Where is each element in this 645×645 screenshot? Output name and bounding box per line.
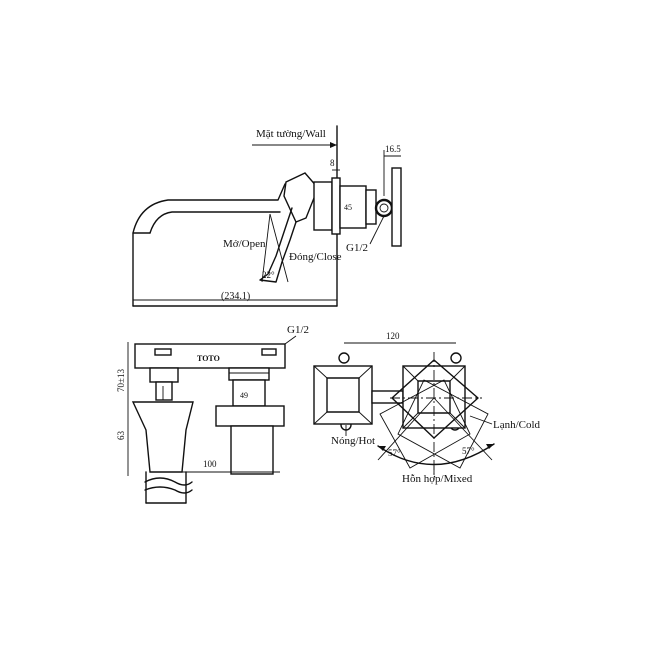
spout-top-outline — [132, 183, 286, 307]
dim-49-label: 49 — [240, 391, 248, 400]
right-thread — [228, 367, 270, 381]
screw-icon — [338, 352, 350, 364]
left-stem — [155, 381, 173, 401]
side-view: Mặt tường/Wall (234.1) 22° Mở/Open Đóng/… — [132, 125, 402, 307]
g12-bottom-leader — [284, 335, 297, 345]
hot-handle-inner — [326, 377, 360, 413]
bevel — [358, 365, 373, 379]
bevel — [402, 412, 419, 429]
angle-left-label: 57° — [388, 448, 401, 458]
rotated-position-hot — [379, 379, 471, 469]
left-handle — [131, 401, 194, 473]
length-label: (234.1) — [221, 291, 250, 302]
bevel — [402, 365, 419, 382]
g12-leader — [369, 215, 385, 245]
dim-8-label: 8 — [330, 158, 335, 168]
break-line-2 — [144, 486, 193, 494]
bevel — [313, 365, 328, 379]
section-view: TOTO G1/2 49 100 70±13 63 — [116, 324, 309, 504]
right-flange — [215, 405, 285, 427]
arrow-icon — [378, 446, 386, 451]
sweep-arc — [377, 443, 495, 466]
open-label: Mở/Open — [223, 238, 266, 250]
handle-head — [283, 172, 319, 223]
cartridge-body — [339, 185, 367, 229]
dim-16-5-label: 16.5 — [385, 144, 401, 154]
cold-label: Lạnh/Cold — [493, 419, 541, 431]
dim-70-label: 70±13 — [116, 369, 126, 392]
g12-top-label: G1/2 — [346, 242, 368, 254]
angle-22-label: 22° — [262, 270, 275, 280]
back-plate — [391, 167, 402, 247]
hot-label: Nóng/Hot — [331, 435, 375, 447]
dim-100-label: 100 — [203, 459, 217, 469]
break-line-1 — [144, 477, 193, 486]
bevel — [358, 411, 373, 425]
valve-center — [379, 203, 389, 213]
arrow-icon — [330, 142, 337, 148]
left-stem-nut — [149, 367, 179, 383]
screw-icon — [450, 352, 462, 364]
spout-inner-outline — [149, 211, 281, 234]
bevel — [449, 365, 466, 382]
plate-slot-right — [261, 348, 277, 356]
angle-right-label: 57° — [462, 446, 475, 456]
valve-circle — [374, 198, 394, 218]
bevel — [313, 411, 328, 425]
hot-handle — [313, 365, 373, 425]
right-nut — [232, 379, 266, 407]
close-label: Đóng/Close — [289, 251, 342, 263]
right-body — [230, 425, 274, 475]
angle-ray-right — [433, 397, 493, 461]
wall-label: Mặt tường/Wall — [256, 128, 326, 140]
wall-plate — [331, 177, 341, 235]
flange — [313, 181, 333, 231]
plate-slot-left — [154, 348, 172, 356]
angle-ray-left — [377, 397, 435, 461]
brand-label: TOTO — [197, 354, 220, 363]
rotated-position-cold — [397, 379, 489, 469]
angle-guide-1 — [261, 213, 271, 283]
front-view: 120 Nóng/Hot — [313, 331, 541, 485]
dim-45-top-label: 45 — [344, 203, 352, 212]
cold-leader — [469, 415, 493, 425]
g12-bottom-label: G1/2 — [287, 324, 309, 336]
angle-guide-2 — [269, 213, 289, 283]
bevel — [449, 412, 466, 429]
mixed-label: Hỗn hợp/Mixed — [402, 473, 473, 485]
arrow-icon — [486, 444, 494, 449]
cover-plate — [134, 343, 286, 369]
dim-120-label: 120 — [386, 331, 400, 341]
dim-63-label: 63 — [116, 431, 126, 441]
handle-lever — [259, 207, 297, 283]
cartridge-neck — [365, 189, 377, 225]
